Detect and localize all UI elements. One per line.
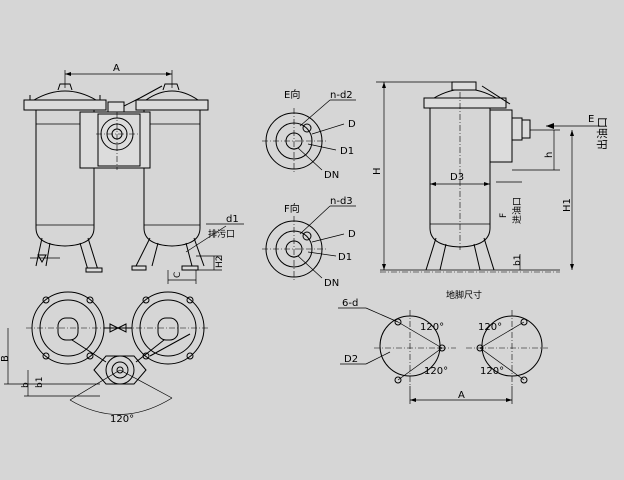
label-nd3: n-d3 xyxy=(330,196,353,207)
label-b-small: b xyxy=(21,382,31,388)
label-a-bottom: A xyxy=(458,390,465,401)
front-view: A d1 排污口 H2 C xyxy=(23,63,244,284)
label-6d: 6-d xyxy=(342,298,358,309)
label-b1-top: b1 xyxy=(35,377,45,388)
label-h: H xyxy=(372,167,383,175)
label-f-d: D xyxy=(348,229,356,240)
label-e-dn: DN xyxy=(324,170,339,181)
label-e-view: E向 xyxy=(284,88,300,101)
side-view: H D3 h H1 b1 E 出油口 F 进油口 xyxy=(372,81,609,273)
top-view: B b b1 120° xyxy=(0,291,210,425)
label-inlet: 进油口 xyxy=(511,197,523,224)
label-d1: d1 xyxy=(226,214,239,225)
dimension-h2: H2 C xyxy=(167,256,225,284)
f-view-flange: F向 n-d3 D D1 DN xyxy=(262,196,356,289)
label-f-dn: DN xyxy=(324,278,339,289)
label-h1: H1 xyxy=(562,198,573,212)
label-h-small: h xyxy=(544,152,555,158)
label-drain: 排污口 xyxy=(208,228,235,240)
label-angle-foot-4: 120° xyxy=(480,366,504,377)
label-f-arrow: F xyxy=(499,213,509,218)
left-vessel xyxy=(23,83,107,273)
label-c: C xyxy=(173,272,183,278)
label-a: A xyxy=(113,63,120,74)
label-d2: D2 xyxy=(344,354,358,365)
center-valve-block xyxy=(36,101,200,170)
label-angle-top: 120° xyxy=(110,414,134,425)
label-angle-foot-2: 120° xyxy=(424,366,448,377)
label-d3: D3 xyxy=(450,172,464,183)
label-f-view: F向 xyxy=(284,202,300,215)
label-angle-foot-3: 120° xyxy=(478,322,502,333)
label-h2: H2 xyxy=(215,256,225,269)
dimension-a: A xyxy=(64,63,173,88)
label-angle-foot-1: 120° xyxy=(420,322,444,333)
label-b1: b1 xyxy=(513,255,523,266)
label-nd2: n-d2 xyxy=(330,90,353,101)
label-f-d1: D1 xyxy=(338,252,352,263)
label-e-d: D xyxy=(348,119,356,130)
label-b-big: B xyxy=(0,355,11,362)
label-foot-title: 地脚尺寸 xyxy=(446,289,482,301)
label-e-arrow: E xyxy=(588,114,594,125)
drain-port: d1 排污口 xyxy=(185,214,244,253)
label-e-d1: D1 xyxy=(340,146,354,157)
right-vessel xyxy=(123,83,209,271)
foot-plan: 地脚尺寸 120° 120° 120° 120° 6-d D2 xyxy=(338,289,548,404)
e-view-flange: E向 n-d2 D D1 DN xyxy=(262,88,356,181)
label-outlet: 出油口 xyxy=(595,117,609,150)
